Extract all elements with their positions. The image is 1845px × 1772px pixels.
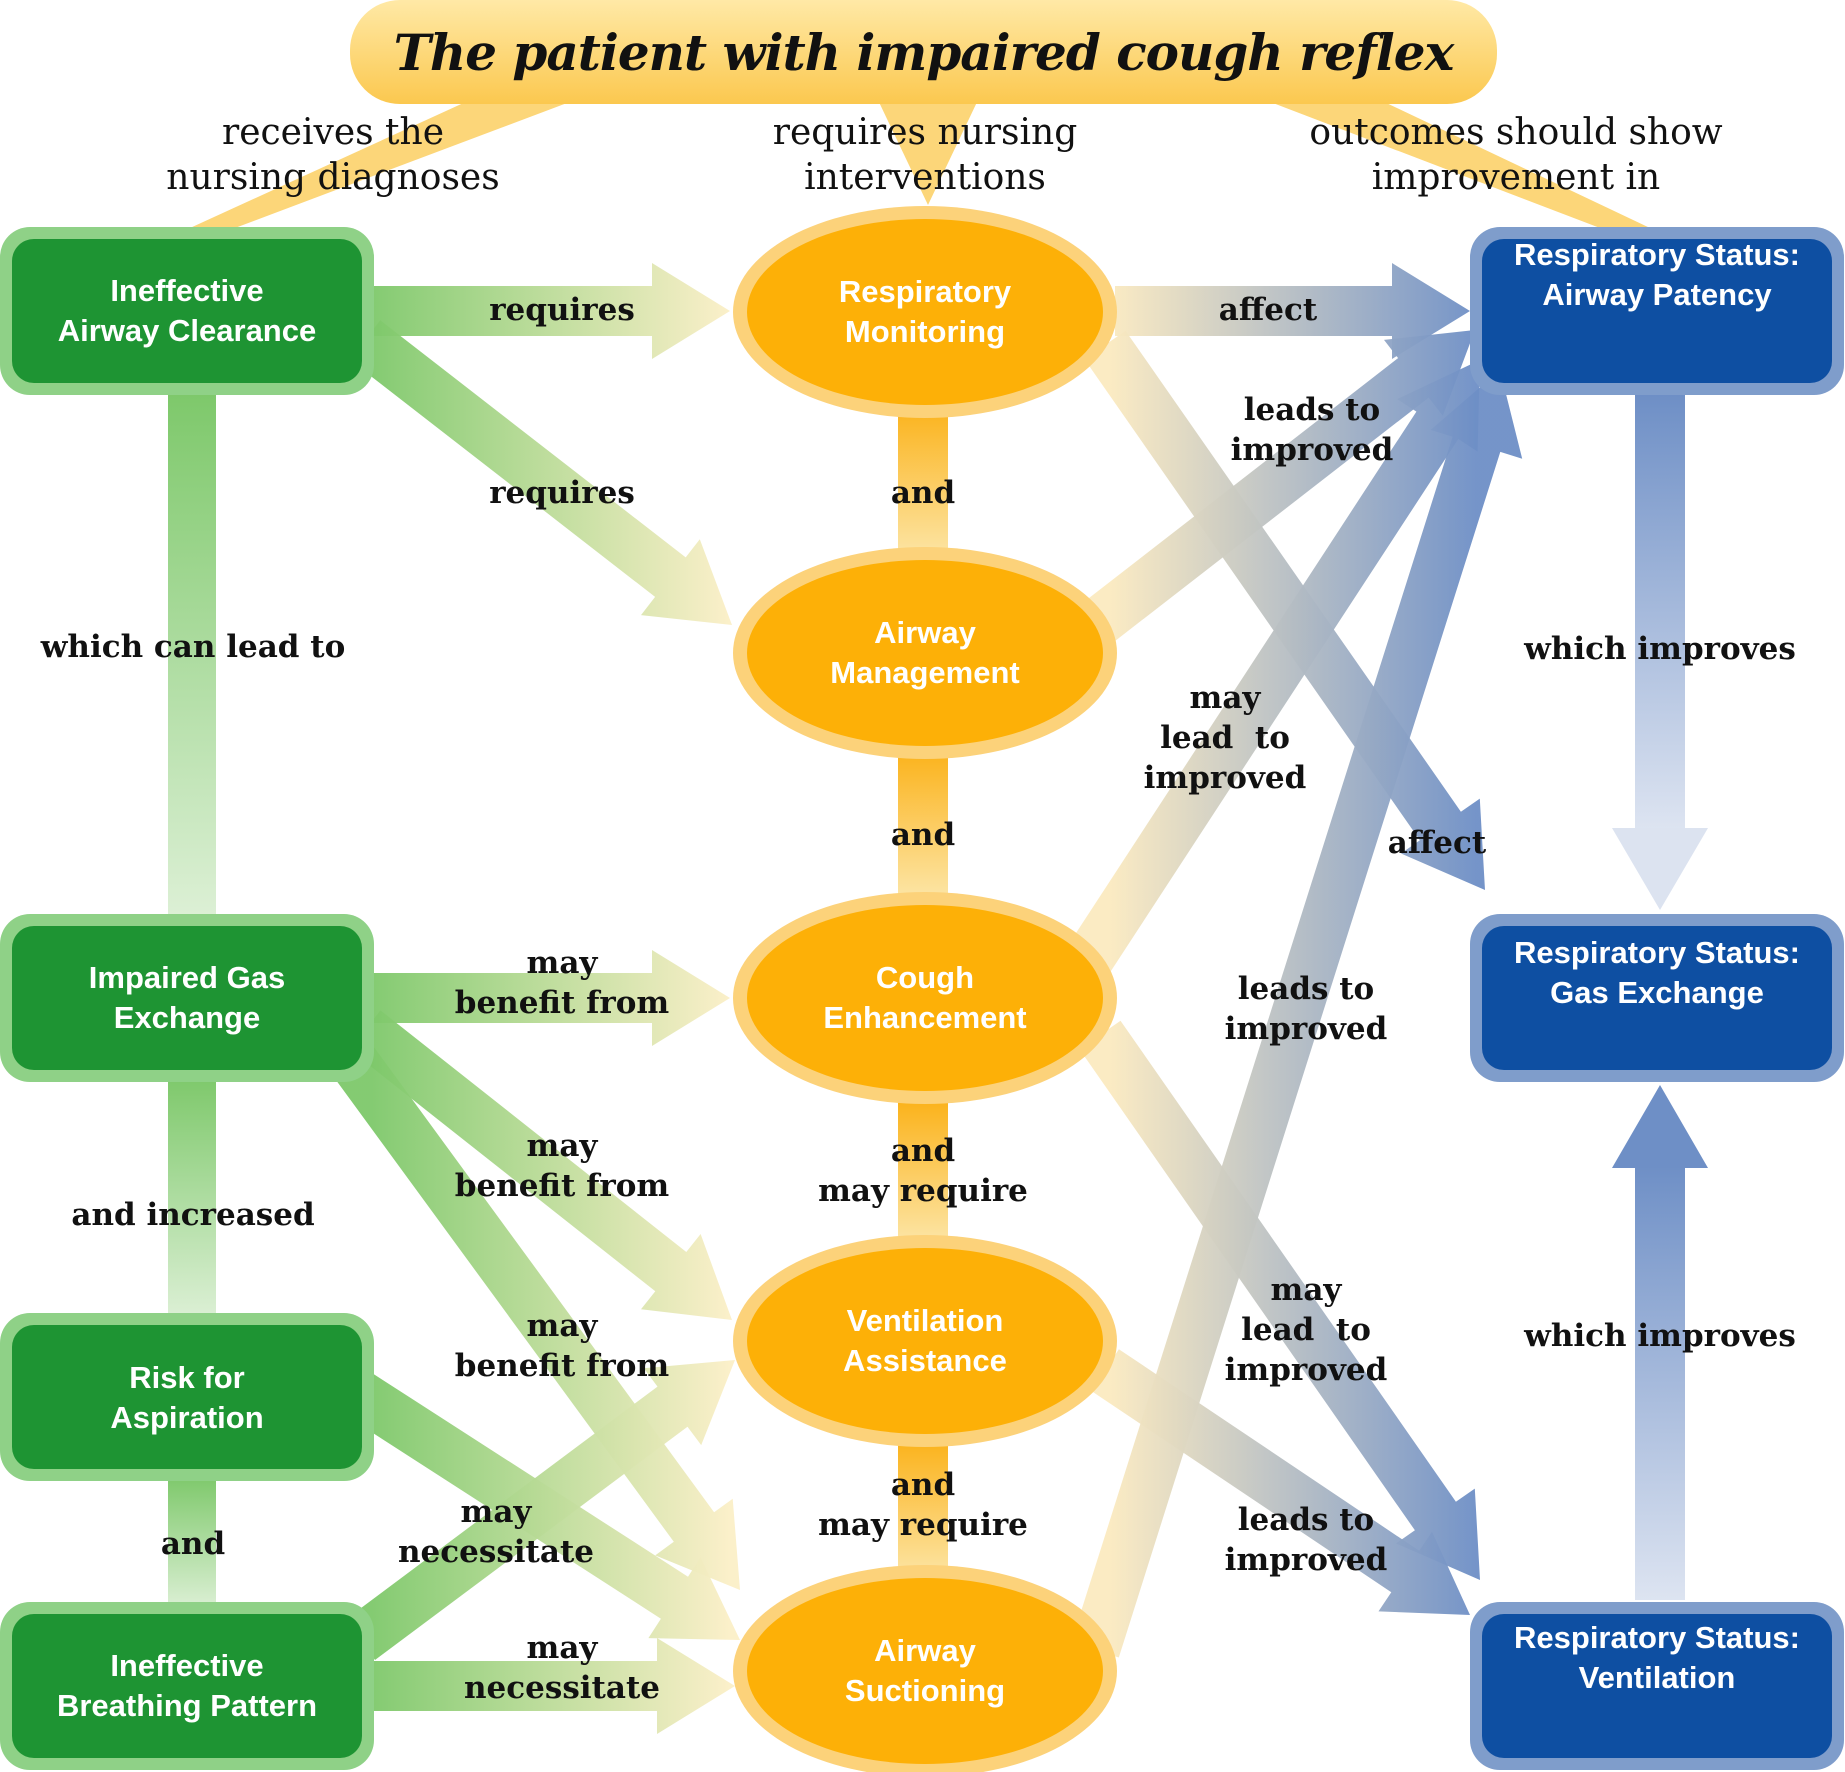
- connector-d3-d4: [168, 1475, 216, 1610]
- link-label-d1-i2: requires: [489, 475, 635, 511]
- diagram-title: The patient with impaired cough reflex: [393, 22, 1455, 82]
- diagnosis-to-intervention-arrows: [324, 263, 740, 1734]
- link-label-d1-d2: which can lead to: [40, 629, 346, 665]
- link-label-i3-o3: may lead to improved: [1224, 1272, 1388, 1388]
- link-label-d2-i5: may benefit from: [454, 1308, 670, 1384]
- intervention-cough-enhancement[interactable]: Cough Enhancement: [823, 960, 1027, 1035]
- title-banner: [190, 0, 1650, 228]
- connector-i2-i3: [898, 750, 948, 900]
- banner-tail-left: [190, 100, 575, 228]
- connector-i3-i4: [898, 1100, 948, 1245]
- outcome-gas-exchange[interactable]: Respiratory Status: Gas Exchange: [1514, 935, 1800, 1010]
- link-label-o3-o2: which improves: [1524, 1318, 1796, 1354]
- link-label-i1-o1: affect: [1218, 292, 1318, 328]
- arrow-i3-o1: [1064, 360, 1480, 979]
- link-label-d2-i3: may benefit from: [454, 945, 670, 1021]
- intervention-respiratory-monitoring[interactable]: Respiratory Monitoring: [838, 274, 1012, 349]
- arrow-d1-i2: [349, 320, 732, 625]
- banner-tail-right: [1265, 100, 1650, 228]
- intervention-ellipse: [747, 219, 1103, 405]
- link-label-o1-o2: which improves: [1524, 631, 1796, 667]
- outcome-ventilation[interactable]: Respiratory Status: Ventilation: [1514, 1620, 1800, 1695]
- intervention-ellipse: [747, 560, 1103, 746]
- diagnosis-ineffective-breathing-pattern[interactable]: Ineffective Breathing Pattern: [56, 1648, 318, 1723]
- diagnosis-impaired-gas-exchange[interactable]: Impaired Gas Exchange: [88, 960, 286, 1035]
- banner-shape: [350, 0, 1497, 104]
- diagnosis-box: [12, 1614, 362, 1758]
- link-label-i2-o1: leads to improved: [1230, 392, 1394, 468]
- intervention-to-outcome-arrows: [1064, 263, 1523, 1658]
- link-label-i1-o2: affect: [1387, 825, 1487, 861]
- link-label-i1-i2: and: [890, 475, 956, 511]
- intervention-airway-management[interactable]: Airway Management: [830, 615, 1020, 690]
- header-outcomes: outcomes should show improvement in: [1309, 112, 1723, 198]
- link-label-i3-o1: may lead to improved: [1143, 680, 1307, 796]
- banner-tail-center: [878, 100, 978, 205]
- arrow-i2-o1: [1079, 330, 1475, 645]
- header-interventions: requires nursing interventions: [772, 112, 1078, 198]
- intervention-airway-suctioning[interactable]: Airway Suctioning: [844, 1633, 1006, 1708]
- arrow-o1-o2: [1612, 395, 1708, 910]
- diagnosis-box: [12, 239, 362, 383]
- arrow-i1-o1: [1115, 263, 1470, 359]
- arrow-o3-o2: [1612, 1085, 1708, 1600]
- link-label-i3-i4: and may require: [818, 1133, 1028, 1209]
- diagnosis-box: [12, 1325, 362, 1469]
- link-label-d2-i4: may benefit from: [454, 1128, 670, 1204]
- connector-i4-i5: [898, 1440, 948, 1580]
- outcome-box: [1482, 926, 1832, 1070]
- arrow-i3-o3: [1079, 1020, 1480, 1580]
- link-label-i4-i5: and may require: [818, 1467, 1028, 1543]
- arrow-d1-i1: [365, 263, 730, 359]
- intervention-ellipse: [747, 1578, 1103, 1764]
- intervention-ellipse: [747, 1248, 1103, 1434]
- link-label-d3-d4: and: [160, 1526, 226, 1562]
- link-label-i2-i3: and: [890, 817, 956, 853]
- arrow-d2-i4: [349, 1010, 732, 1320]
- connector-d1-d2: [168, 390, 216, 920]
- header-diagnoses: receives the nursing diagnoses: [166, 112, 500, 198]
- outcome-box: [1482, 239, 1832, 383]
- intervention-ventilation-assistance[interactable]: Ventilation Assistance: [843, 1303, 1007, 1378]
- arrow-d4-i5: [365, 1638, 735, 1734]
- link-label-d4-i5: may necessitate: [464, 1630, 660, 1706]
- link-label-i4-o3: leads to improved: [1224, 1502, 1388, 1578]
- diagnosis-risk-for-aspiration[interactable]: Risk for Aspiration: [110, 1360, 264, 1435]
- diagnosis-ineffective-airway-clearance[interactable]: Ineffective Airway Clearance: [57, 273, 317, 348]
- arrow-i4-o3: [1091, 1349, 1470, 1615]
- intervention-ellipse: [747, 905, 1103, 1091]
- outcome-airway-patency[interactable]: Respiratory Status: Airway Patency: [1514, 237, 1800, 312]
- link-label-i5-o1: leads to improved: [1224, 971, 1388, 1047]
- link-label-d1-i1: requires: [489, 292, 635, 328]
- diagnosis-box: [12, 926, 362, 1070]
- link-label-d2-d3: and increased: [71, 1197, 315, 1233]
- connector-d2-d3: [168, 1075, 216, 1320]
- arrow-i5-o1: [1071, 370, 1523, 1658]
- connector-i1-i2: [898, 405, 948, 560]
- arrow-d2-i3: [365, 950, 730, 1046]
- outcome-box: [1482, 1614, 1832, 1758]
- arrow-d4-i4: [345, 1360, 735, 1660]
- link-label-d3-i5: may necessitate: [398, 1494, 594, 1570]
